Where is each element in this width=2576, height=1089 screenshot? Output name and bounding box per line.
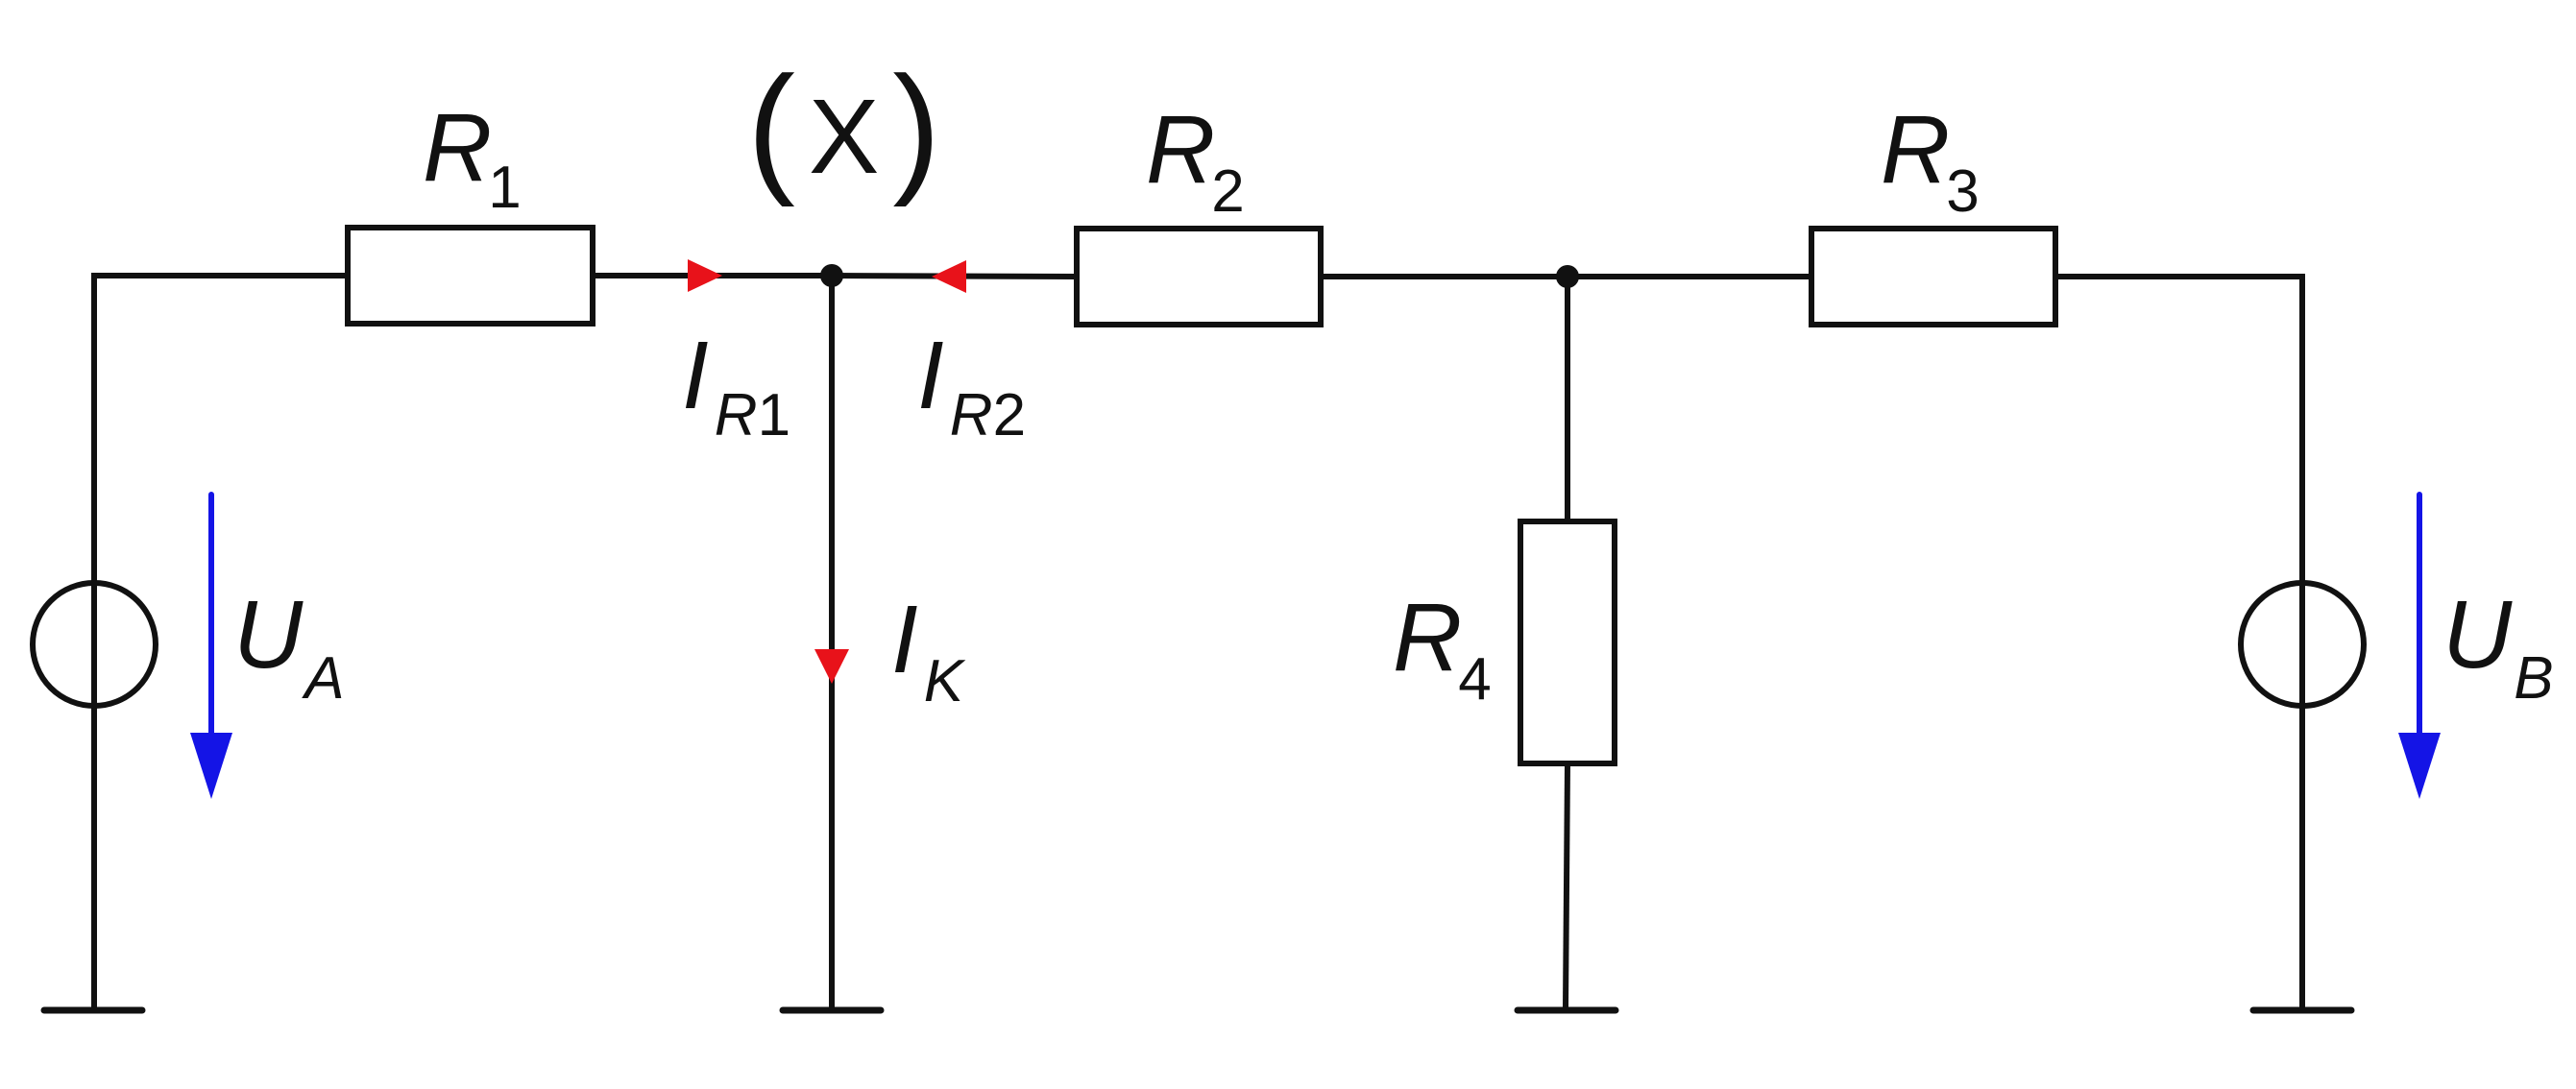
resistor-r1 <box>345 225 595 327</box>
label-ir1-symbol: I <box>682 322 709 429</box>
nodes <box>820 264 1579 288</box>
label-r1-index: 1 <box>488 155 521 221</box>
current-arrows <box>688 259 966 684</box>
voltage-sources <box>30 580 2367 709</box>
label-r3-symbol: R <box>1881 96 1950 204</box>
current-arrow-ik <box>814 649 849 684</box>
label-current-ir2: IR2 <box>917 322 1026 448</box>
label-current-ir1: IR1 <box>682 322 790 448</box>
label-r2-index: 2 <box>1211 158 1244 225</box>
label-r1-symbol: R <box>423 94 492 202</box>
wire-right <box>2055 274 2305 1008</box>
resistor-r2 <box>1074 226 1324 327</box>
label-r1: R1 <box>423 94 522 221</box>
label-ua-symbol: U <box>233 581 304 689</box>
label-ua-sub-letter: A <box>301 645 344 712</box>
voltage-arrows <box>190 492 2441 799</box>
label-voltage-ub: UB <box>2442 581 2554 712</box>
current-arrow-ir2 <box>932 260 966 293</box>
label-r2-symbol: R <box>1146 96 1215 204</box>
voltage-arrow-ua-head <box>190 733 232 799</box>
label-r4-symbol: R <box>1393 584 1462 691</box>
label-r3-index: 3 <box>1946 158 1979 225</box>
resistors <box>345 225 2058 766</box>
label-ik-sub-letter: K <box>924 648 966 714</box>
current-arrow-ir1 <box>688 259 722 292</box>
labels: R1 (X) R2 R3 R4 IR1 IR2 IK <box>233 46 2554 714</box>
label-r4: R4 <box>1393 584 1492 713</box>
label-voltage-ua: UA <box>233 581 345 712</box>
label-current-ik: IK <box>891 586 966 714</box>
junction-dot-x <box>820 264 843 287</box>
label-ir2-symbol: I <box>917 322 944 429</box>
label-node-x-name: X <box>809 78 879 196</box>
label-ir1-sub-index: 1 <box>758 382 790 448</box>
resistor-r4 <box>1518 519 1617 766</box>
label-node-x-open: ( <box>747 46 795 207</box>
label-node-x: (X) <box>747 46 940 207</box>
wire-left-top <box>91 273 348 1008</box>
label-ub-sub-letter: B <box>2514 645 2553 712</box>
label-r3: R3 <box>1881 96 1980 225</box>
label-ir1-sub-letter: R <box>715 382 758 448</box>
label-ub-symbol: U <box>2442 581 2513 689</box>
junction-dot-r4 <box>1556 265 1579 288</box>
label-ir2-sub-letter: R <box>950 382 993 448</box>
label-ir2-sub-index: 2 <box>993 382 1026 448</box>
label-r2: R2 <box>1146 96 1245 225</box>
label-node-x-close: ) <box>892 46 940 207</box>
label-r4-index: 4 <box>1458 646 1491 713</box>
label-ik-symbol: I <box>891 586 918 693</box>
wires <box>91 273 2305 1009</box>
voltage-arrow-ub-head <box>2398 733 2441 799</box>
resistor-r3 <box>1809 226 2058 327</box>
wire-r4-to-ground <box>1563 762 1570 1009</box>
